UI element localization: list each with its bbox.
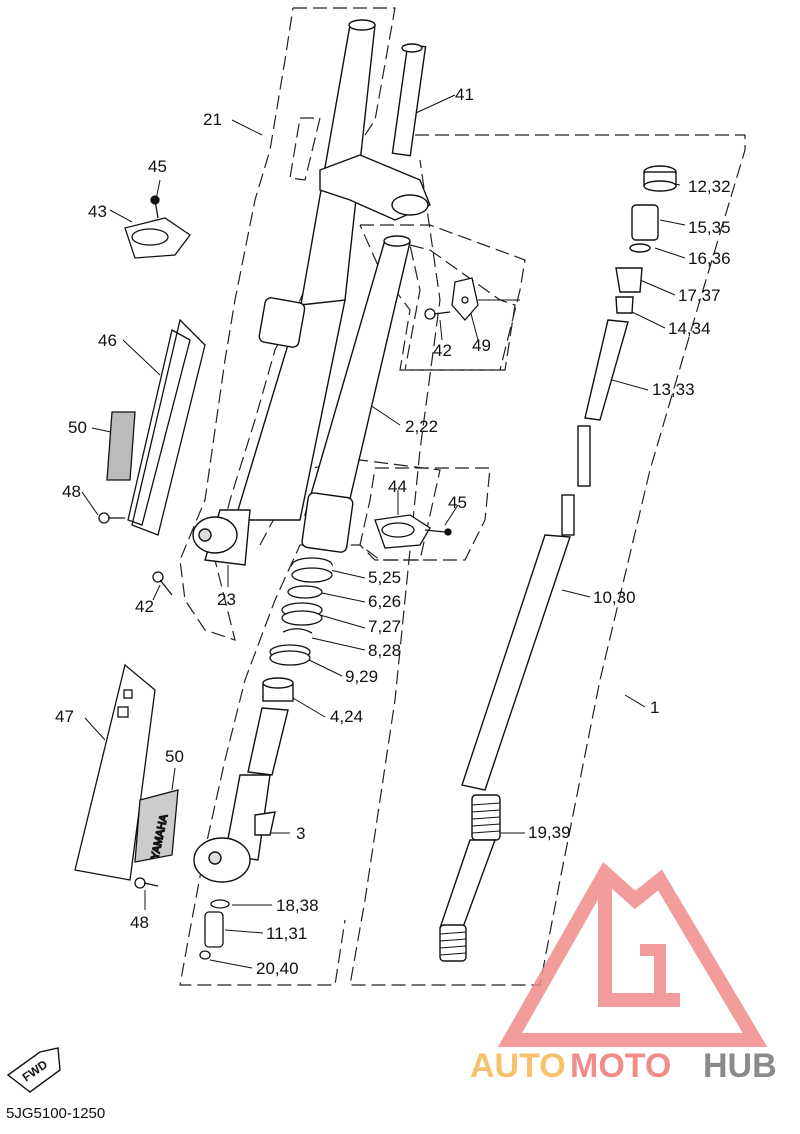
watermark-moto: MOTO — [570, 1047, 671, 1085]
label-23: 23 — [217, 590, 236, 609]
label-3: 3 — [296, 824, 305, 843]
label-12-32: 12,32 — [688, 177, 731, 196]
label-21: 21 — [203, 110, 222, 129]
watermark-triangle-icon — [497, 861, 768, 1047]
label-13-33: 13,33 — [652, 380, 695, 399]
fork-guard-47: YAMAHA — [74, 663, 179, 889]
inner-tube-2 — [301, 235, 411, 553]
label-14-34: 14,34 — [668, 319, 711, 338]
watermark-auto: AUTO — [470, 1047, 566, 1085]
leader-lines — [81, 94, 686, 969]
label-47: 47 — [55, 707, 74, 726]
label-48-lower: 48 — [130, 913, 149, 932]
part-11 — [204, 911, 224, 948]
label-1: 1 — [650, 698, 659, 717]
spacer-15 — [631, 204, 659, 241]
damper-bolt — [199, 899, 230, 960]
label-16-36: 16,36 — [688, 249, 731, 268]
watermark-hub: HUB — [703, 1047, 777, 1085]
seal-stack — [269, 557, 333, 666]
collar-17 — [615, 267, 643, 293]
part-labels: 21 41 45 43 12,32 15,35 16,36 17,37 14,3… — [55, 85, 731, 978]
part-6 — [287, 585, 323, 599]
clamp-44 — [374, 514, 452, 549]
group-outline-21 — [179, 7, 396, 641]
label-7-27: 7,27 — [368, 617, 401, 636]
label-15-35: 15,35 — [688, 218, 731, 237]
bolt-42-left — [152, 571, 173, 596]
bracket-49 — [424, 277, 479, 321]
part-18 — [210, 899, 230, 909]
part-20 — [199, 950, 211, 960]
tube-13 — [584, 319, 629, 421]
damper-assembly-1 — [439, 165, 677, 962]
label-8-28: 8,28 — [368, 641, 401, 660]
fork-guard-46 — [98, 318, 206, 536]
label-42-left: 42 — [135, 597, 154, 616]
rod-thread — [577, 425, 591, 487]
clamp-43 — [124, 195, 191, 259]
part-8 — [282, 628, 313, 634]
label-11-31: 11,31 — [266, 924, 307, 943]
group-outline-1 — [349, 134, 746, 986]
outer-tube-3 — [193, 677, 294, 883]
steering-stem-41 — [319, 43, 431, 221]
label-50-upper: 50 — [68, 418, 87, 437]
label-49: 49 — [472, 336, 491, 355]
damper-rod-10 — [461, 534, 571, 791]
spring-coils — [439, 802, 501, 956]
label-2-22: 2,22 — [405, 417, 438, 436]
label-10-30: 10,30 — [593, 588, 636, 607]
label-41: 41 — [455, 85, 474, 104]
label-42-right: 42 — [433, 341, 452, 360]
part-code: 5JG5100-1250 — [6, 1105, 105, 1122]
label-5-25: 5,25 — [368, 568, 401, 587]
decal-50-lower — [134, 789, 179, 863]
fwd-arrow: FWD — [6, 1047, 61, 1093]
label-50-lower: 50 — [165, 747, 184, 766]
label-45-mid: 45 — [448, 493, 467, 512]
watermark-text: AUTO MOTO HUB — [470, 1047, 777, 1085]
label-17-37: 17,37 — [678, 286, 721, 305]
group-outlines — [179, 7, 746, 986]
label-18-38: 18,38 — [276, 896, 319, 915]
watermark-logo — [497, 861, 768, 1047]
label-45-top: 45 — [148, 157, 167, 176]
label-6-26: 6,26 — [368, 592, 401, 611]
label-4-24: 4,24 — [330, 707, 363, 726]
label-19-39: 19,39 — [528, 823, 571, 842]
spacer-14 — [615, 296, 634, 314]
spring-19-bottom — [439, 924, 467, 962]
label-46: 46 — [98, 331, 117, 350]
decal-50-upper — [106, 411, 136, 481]
label-44: 44 — [388, 477, 407, 496]
label-9-29: 9,29 — [345, 667, 378, 686]
group-outline-3 — [179, 459, 441, 986]
nut-16 — [629, 243, 651, 253]
label-20-40: 20,40 — [256, 959, 299, 978]
group-outline-41 — [289, 117, 321, 181]
label-43: 43 — [88, 202, 107, 221]
label-48-upper: 48 — [62, 482, 81, 501]
group-outline-44 — [359, 467, 491, 561]
